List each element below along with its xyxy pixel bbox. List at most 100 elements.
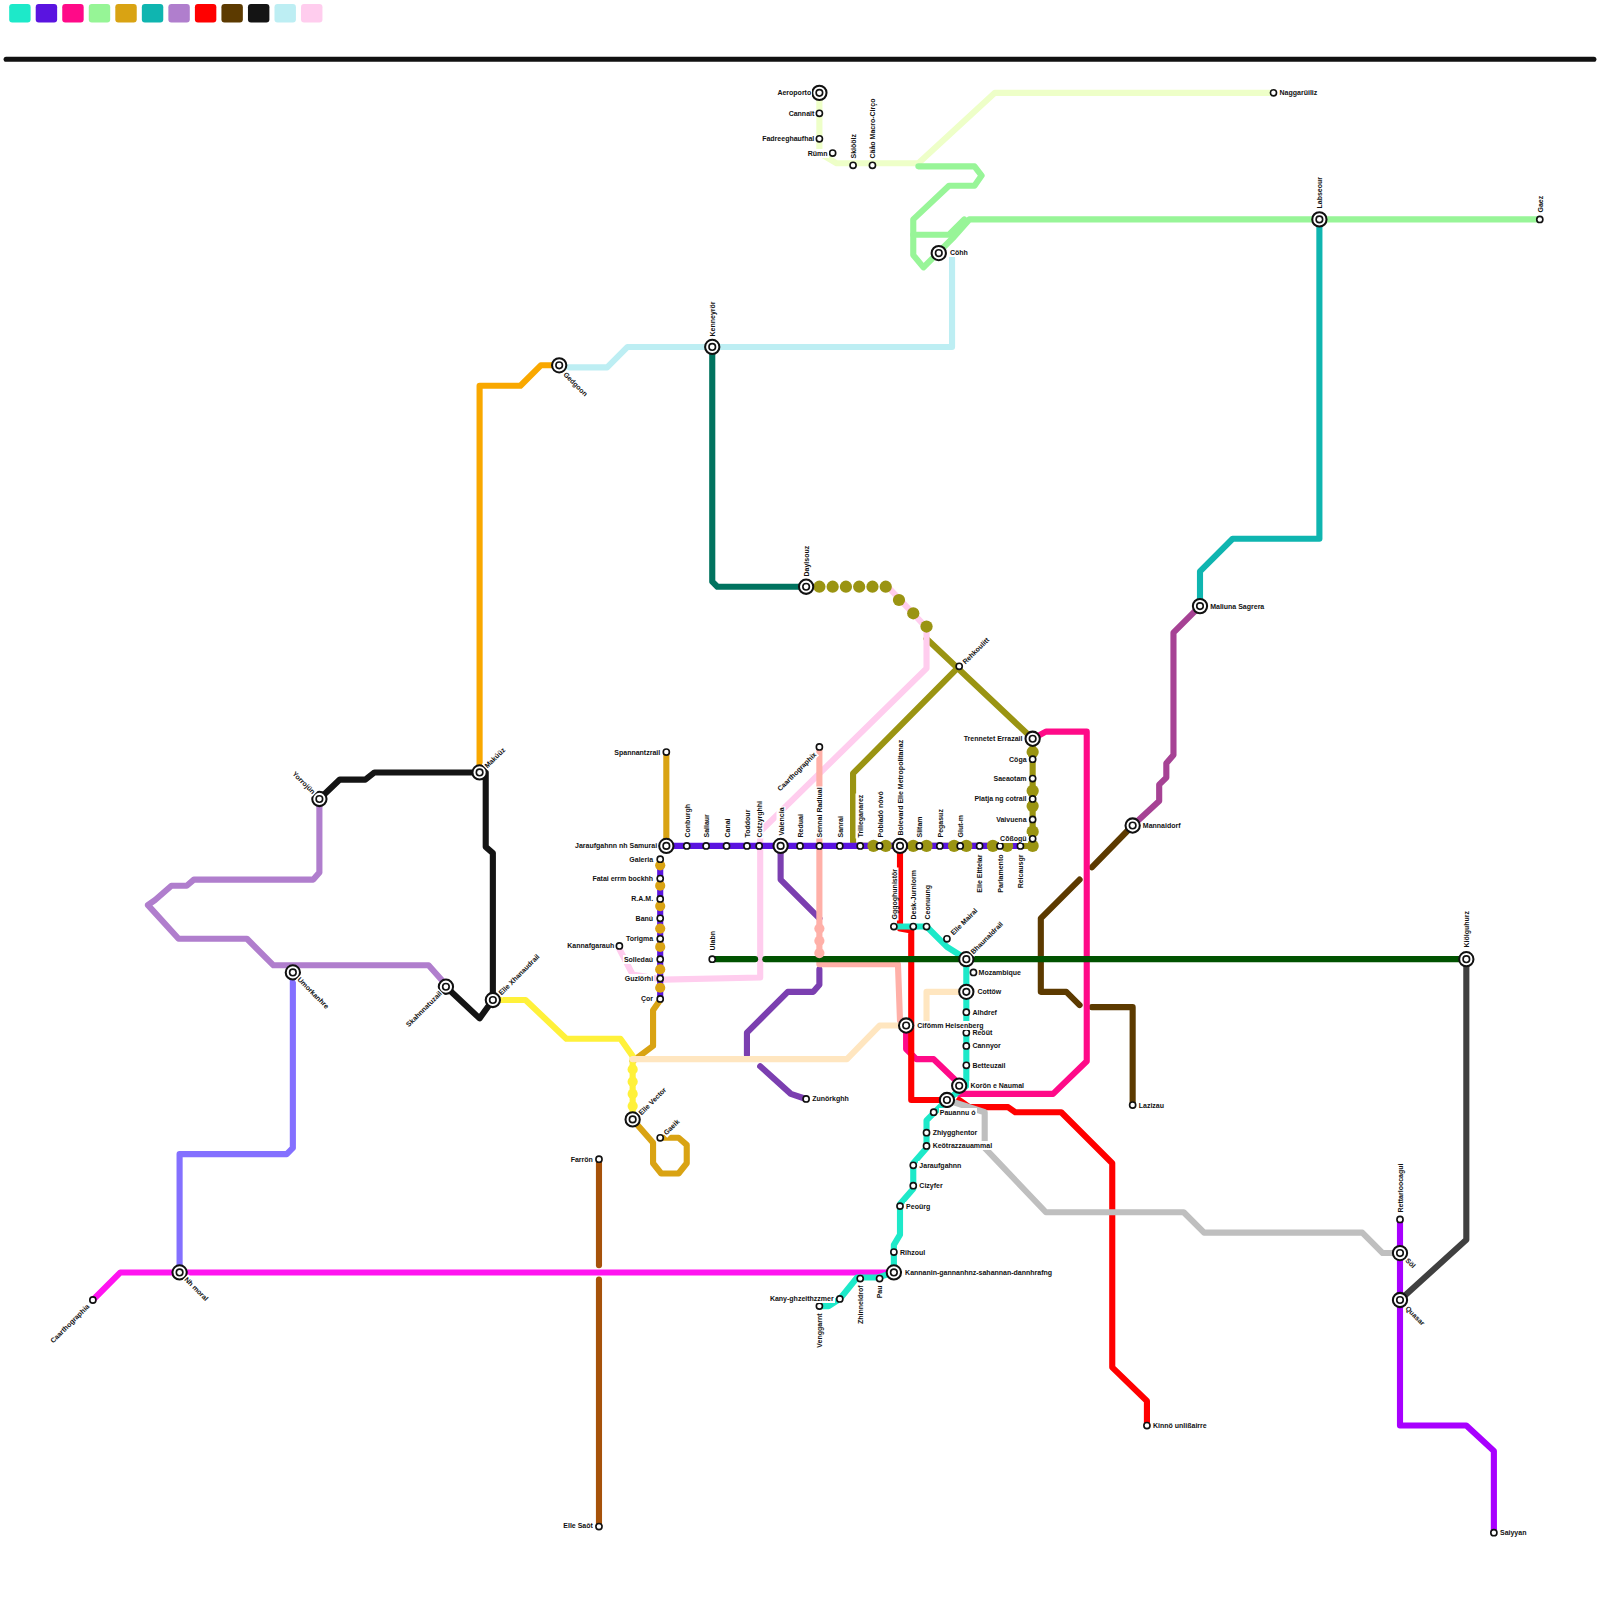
- line-dot: [866, 581, 878, 593]
- station-marker: [657, 936, 663, 942]
- interchange-marker: [626, 1112, 640, 1126]
- interchange-marker: [1397, 1297, 1404, 1304]
- station-label: Cõßogü: [999, 834, 1027, 843]
- station-label: Çor: [640, 994, 654, 1003]
- station-label: Gedgoon: [561, 369, 590, 398]
- station-marker: [931, 1109, 937, 1115]
- station-label: Caarthographia: [48, 1301, 92, 1345]
- station-label: R.A.M.: [630, 894, 654, 903]
- interchange-marker: [659, 839, 673, 853]
- station-marker: [1397, 1216, 1403, 1222]
- station-marker: [657, 996, 663, 1002]
- station-label: Bhaunaldrail: [968, 918, 1006, 956]
- interchange-marker: [476, 769, 483, 776]
- color-swatch: [221, 4, 242, 22]
- station-marker: [657, 976, 663, 982]
- station-marker: [997, 843, 1003, 849]
- interchange-marker: [944, 1097, 951, 1104]
- interchange-marker: [176, 1269, 183, 1276]
- station-label: Alhdref: [971, 1008, 998, 1017]
- interchange-marker: [1129, 822, 1136, 829]
- station-label: Guzlörhi: [624, 974, 654, 983]
- route-line: [819, 747, 900, 1020]
- station-label: Keötrazzauammal: [932, 1141, 994, 1150]
- route-line: [619, 587, 926, 980]
- station-marker: [910, 1162, 916, 1168]
- interchange-marker: [486, 993, 500, 1007]
- station-marker: [891, 1249, 897, 1255]
- station-marker: [803, 1096, 809, 1102]
- station-marker: [657, 856, 663, 862]
- station-label: Elle Saôt: [562, 1521, 594, 1530]
- station-label: Cöga: [1008, 755, 1028, 764]
- station-marker: [1270, 90, 1276, 96]
- color-swatch: [168, 4, 189, 22]
- station-label: Saeaotam: [992, 774, 1027, 783]
- interchange-marker: [899, 1018, 913, 1032]
- station-label: Daylsouz: [802, 545, 811, 578]
- station-label: Mozambique: [978, 968, 1022, 977]
- station-label: Pegasuz: [935, 808, 944, 838]
- station-marker: [944, 936, 950, 942]
- line-dot: [655, 942, 665, 952]
- station-label: Labseour: [1315, 176, 1324, 210]
- station-marker: [850, 162, 856, 168]
- station-label: Sallaur: [702, 813, 711, 838]
- station-marker: [970, 969, 976, 975]
- station-marker: [684, 843, 690, 849]
- station-label: Umorkanhre: [295, 974, 332, 1011]
- station-label: Farrön: [570, 1155, 594, 1164]
- station-marker: [90, 1297, 96, 1303]
- station-label: Söl: [1403, 1255, 1418, 1270]
- route-line: [760, 1066, 806, 1099]
- station-label: Jaraufgahnn: [918, 1161, 962, 1170]
- station-marker: [963, 1009, 969, 1015]
- interchange-marker: [812, 86, 826, 100]
- route-line: [712, 956, 755, 962]
- interchange-marker: [490, 997, 497, 1004]
- interchange-marker: [1463, 956, 1470, 963]
- route-line: [1200, 219, 1319, 606]
- station-label: Cifömm Heisenberg: [916, 1021, 984, 1030]
- station-marker: [891, 923, 897, 929]
- station-label: Rihzoul: [899, 1248, 926, 1257]
- station-marker: [816, 110, 822, 116]
- color-swatch: [36, 4, 57, 22]
- route-line: [480, 365, 560, 772]
- station-label: Fatai errm bockhh: [591, 874, 654, 883]
- station-marker: [1030, 816, 1036, 822]
- station-marker: [756, 843, 762, 849]
- station-label: Kenneyrör: [708, 301, 717, 338]
- route-line: [819, 93, 1273, 163]
- interchange-marker: [663, 843, 670, 850]
- station-label: Platja ng cotrail: [973, 794, 1027, 803]
- station-label: Reicausgr: [1016, 853, 1025, 889]
- color-swatch: [62, 4, 83, 22]
- station-label: Elle Vector: [636, 1084, 669, 1117]
- station-marker: [877, 1276, 883, 1282]
- station-label: Kannanin-gannanhnz-sahannan-dannhrafng: [904, 1268, 1053, 1277]
- color-swatch: [142, 4, 163, 22]
- color-swatch: [89, 4, 110, 22]
- station-marker: [657, 1135, 663, 1141]
- station-label: Vaivuena: [995, 815, 1027, 824]
- station-label: Reduai: [796, 813, 805, 838]
- station-marker: [703, 843, 709, 849]
- station-label: Kannafgarauh: [566, 941, 615, 950]
- route-line: [781, 846, 820, 918]
- station-marker: [877, 843, 883, 849]
- station-label: Glut-m: [956, 814, 965, 839]
- color-swatch: [195, 4, 216, 22]
- station-label: Korön e Naumal: [969, 1081, 1025, 1090]
- station-label: Ceonuung: [922, 884, 931, 921]
- station-marker: [916, 843, 922, 849]
- interchange-marker: [1397, 1250, 1404, 1257]
- station-label: Rehkoulitt: [960, 634, 992, 666]
- station-marker: [657, 956, 663, 962]
- station-label: Venggarnt: [815, 1312, 824, 1348]
- route-line: [596, 1159, 602, 1265]
- interchange-marker: [1316, 216, 1323, 223]
- interchange-marker: [556, 362, 563, 369]
